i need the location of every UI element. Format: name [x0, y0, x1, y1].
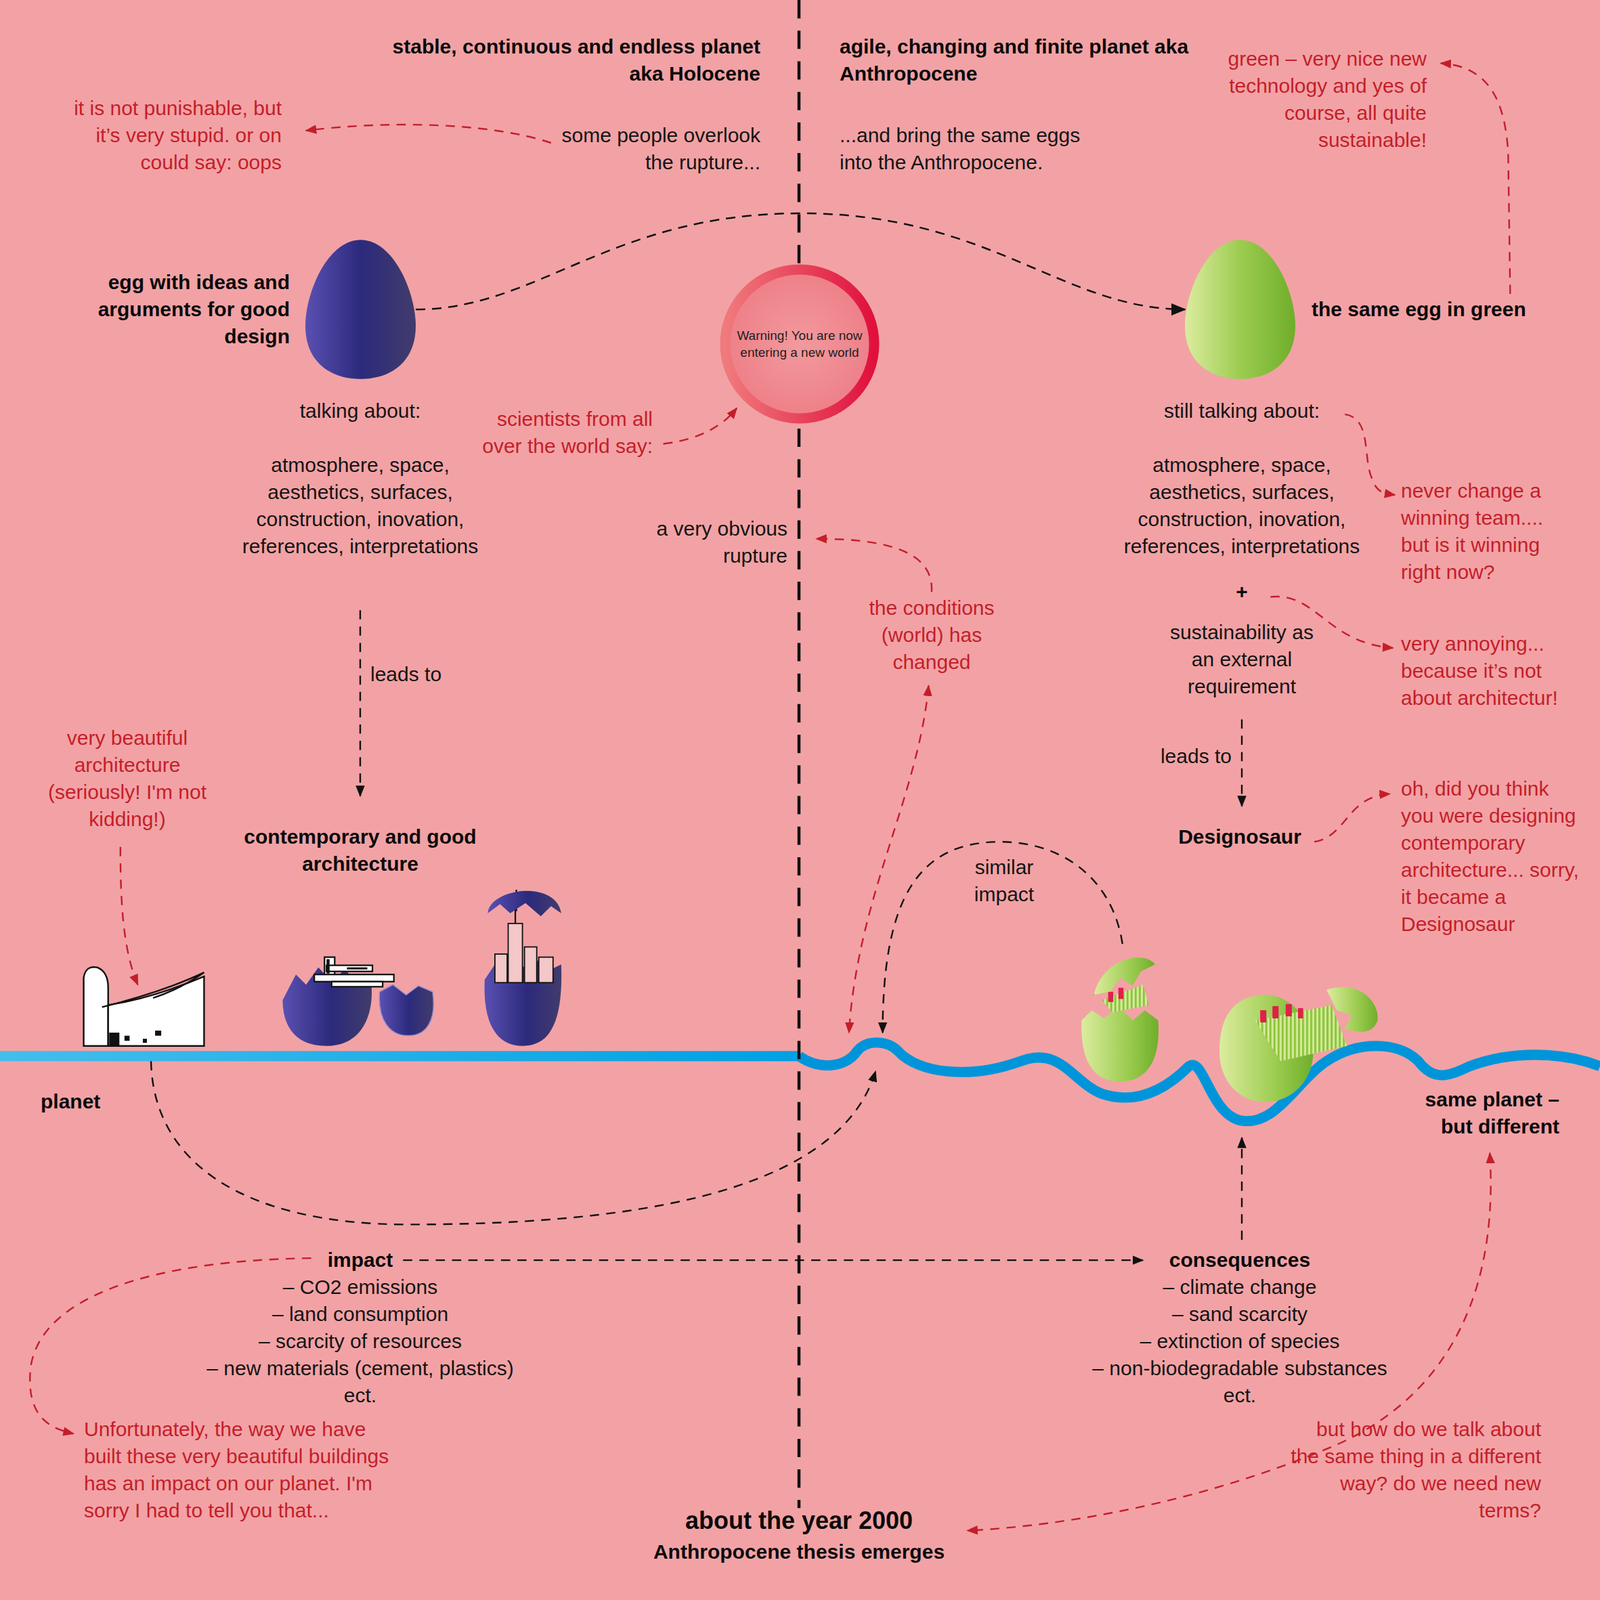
annotation-text: Unfortunately, the way we have built the…	[83, 1415, 396, 1525]
annotation-text: green – very nice new technology and yes…	[1203, 45, 1427, 154]
heading-text: same planet – but different	[1396, 1086, 1560, 1141]
annotation-text: never change a winning team.... but is i…	[1400, 477, 1577, 586]
warning-circle: Warning! You are now entering a new worl…	[719, 264, 880, 424]
body-text: atmosphere, space, aesthetics, surfaces,…	[1106, 451, 1378, 560]
circle-ring	[725, 269, 875, 419]
annotation-text: the conditions (world) has changed	[853, 594, 1010, 676]
body-text: – climate change	[1063, 1273, 1416, 1301]
circle-outline	[719, 264, 880, 424]
body-text: – new materials (cement, plastics)	[190, 1354, 530, 1382]
body-text: talking about:	[258, 397, 462, 425]
body-text: atmosphere, space, aesthetics, surfaces,…	[224, 451, 496, 560]
body-text: – sand scarcity	[1063, 1300, 1416, 1328]
annotation-text: oh, did you think you were designing con…	[1400, 775, 1588, 938]
heading-text: +	[1228, 578, 1256, 606]
egg-node: egg with ideas and arguments for good de…	[66, 236, 416, 383]
body-text: – non-biodegradable substances	[1063, 1354, 1416, 1382]
body-text: leads to	[370, 660, 472, 688]
annotation-text: very beautiful architecture (seriously! …	[42, 724, 212, 833]
body-text: sustainability as an external requiremen…	[1163, 618, 1320, 701]
body-text: still talking about:	[1133, 397, 1351, 425]
body-text: a very obvious rupture	[631, 515, 788, 570]
heading-text: about the year 2000	[629, 1505, 969, 1536]
heading-text: consequences	[1151, 1246, 1328, 1274]
heading-text: Designosaur	[1161, 823, 1318, 851]
egg-outline	[305, 239, 416, 379]
body-text: leads to	[1130, 742, 1232, 770]
egg-heading: egg with ideas and arguments for good de…	[66, 268, 290, 351]
heading-text: planet	[40, 1088, 143, 1116]
body-text: – CO2 emissions	[190, 1273, 530, 1301]
warning-text: Warning! You are now entering a new worl…	[731, 327, 868, 361]
egg-outline	[1184, 239, 1296, 379]
body-text: similar impact	[953, 853, 1055, 908]
body-text: ect.	[1063, 1381, 1416, 1410]
egg-node: the same egg in green	[1184, 236, 1527, 383]
heading-text: Anthropocene thesis emerges	[629, 1538, 969, 1566]
body-text: ect.	[190, 1381, 530, 1410]
annotation-text: scientists from all over the world say:	[456, 405, 653, 460]
body-text: some people overlook the rupture...	[530, 121, 761, 177]
egg-shape	[1184, 236, 1296, 383]
body-text: ...and bring the same eggs into the Anth…	[839, 121, 1104, 177]
egg-heading: the same egg in green	[1311, 295, 1527, 323]
heading-text: contemporary and good architecture	[218, 823, 503, 878]
body-text: – land consumption	[190, 1300, 530, 1328]
body-text: – extinction of species	[1063, 1327, 1416, 1355]
heading-text: impact	[292, 1246, 428, 1274]
annotation-text: very annoying... because it’s not about …	[1400, 630, 1584, 712]
annotation-text: but how do we talk about the same thing …	[1283, 1415, 1542, 1525]
heading-text: agile, changing and finite planet aka An…	[839, 33, 1219, 88]
body-text: – scarcity of resources	[190, 1327, 530, 1355]
egg-shape	[305, 236, 416, 383]
heading-text: stable, continuous and endless planet ak…	[367, 33, 761, 88]
annotation-text: it is not punishable, but it’s very stup…	[71, 94, 282, 177]
